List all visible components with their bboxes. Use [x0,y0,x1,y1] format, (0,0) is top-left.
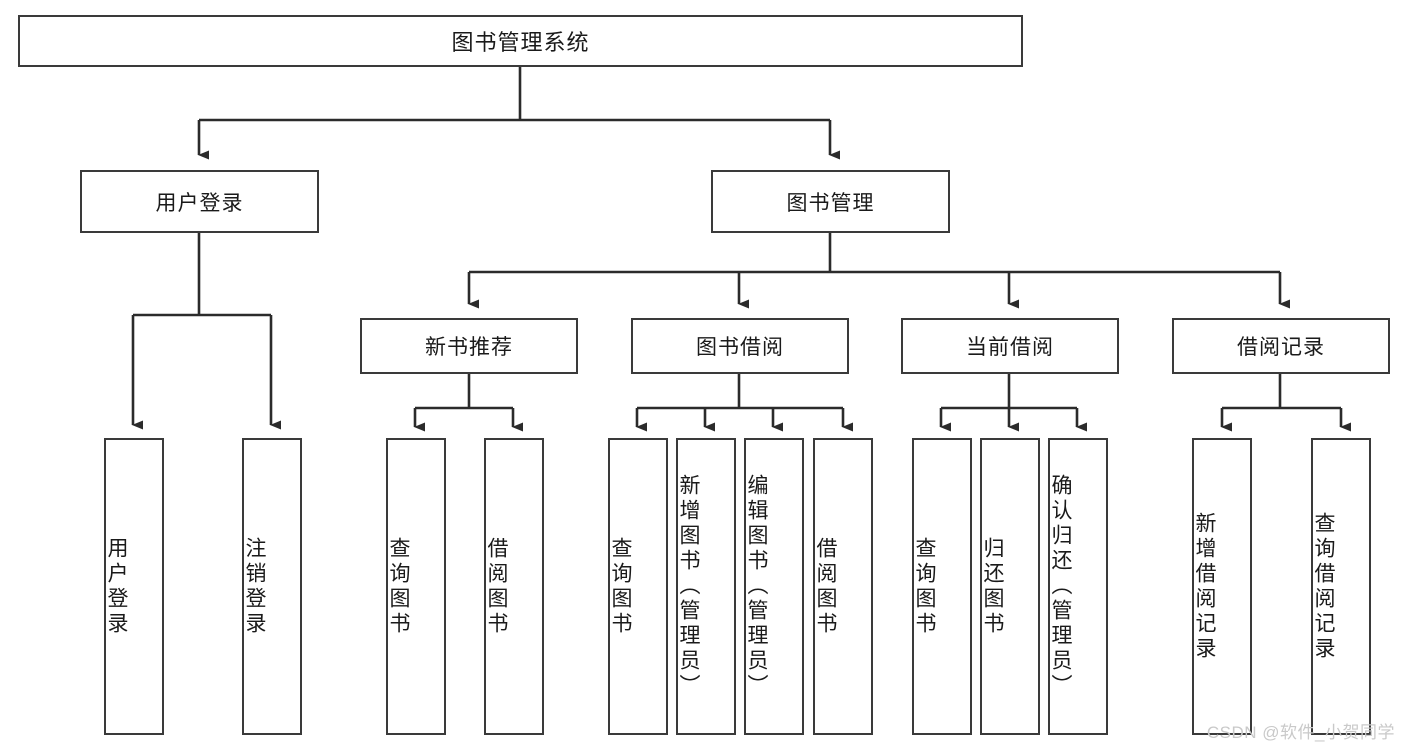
node-label: 注销登录 [243,536,266,637]
leaf-user-login-login[interactable]: 用户登录 [104,438,164,735]
node-borrow-record[interactable]: 借阅记录 [1172,318,1390,374]
leaf-current-borrow-confirm-return[interactable]: 确认归还（管理员） [1048,438,1108,735]
node-label: 图书管理系统 [451,30,590,55]
node-book-borrow[interactable]: 图书借阅 [631,318,849,374]
node-label: 查询图书 [913,536,936,637]
leaf-borrow-record-add[interactable]: 新增借阅记录 [1192,438,1252,735]
node-label: 编辑图书（管理员） [745,474,768,699]
leaf-user-login-logout[interactable]: 注销登录 [242,438,302,735]
node-label: 借阅记录 [1237,336,1325,359]
node-label: 查询图书 [387,536,410,637]
node-label: 用户登录 [105,536,128,637]
node-label: 新增图书（管理员） [677,474,700,699]
node-label: 借阅图书 [485,536,508,637]
node-label: 确认归还（管理员） [1049,474,1072,699]
leaf-book-borrow-query[interactable]: 查询图书 [608,438,668,735]
leaf-book-borrow-borrow[interactable]: 借阅图书 [813,438,873,735]
node-label: 借阅图书 [814,536,837,637]
node-label: 归还图书 [981,536,1004,637]
node-current-borrow[interactable]: 当前借阅 [901,318,1119,374]
node-label: 图书借阅 [696,336,784,359]
node-label: 查询借阅记录 [1312,511,1335,662]
leaf-current-borrow-query[interactable]: 查询图书 [912,438,972,735]
watermark: CSDN @软件_小贺同学 [1206,723,1395,742]
node-user-login[interactable]: 用户登录 [80,170,319,233]
leaf-book-borrow-edit[interactable]: 编辑图书（管理员） [744,438,804,735]
leaf-new-book-borrow[interactable]: 借阅图书 [484,438,544,735]
node-new-book-recommend[interactable]: 新书推荐 [360,318,578,374]
node-book-management[interactable]: 图书管理 [711,170,950,233]
leaf-borrow-record-query[interactable]: 查询借阅记录 [1311,438,1371,735]
node-label: 当前借阅 [966,336,1054,359]
node-root-book-management-system[interactable]: 图书管理系统 [18,15,1023,67]
node-label: 查询图书 [609,536,632,637]
leaf-new-book-query[interactable]: 查询图书 [386,438,446,735]
node-label: 新书推荐 [425,336,513,359]
node-label: 新增借阅记录 [1193,511,1216,662]
leaf-book-borrow-add[interactable]: 新增图书（管理员） [676,438,736,735]
leaf-current-borrow-return[interactable]: 归还图书 [980,438,1040,735]
node-label: 用户登录 [155,191,244,215]
node-label: 图书管理 [786,191,875,215]
